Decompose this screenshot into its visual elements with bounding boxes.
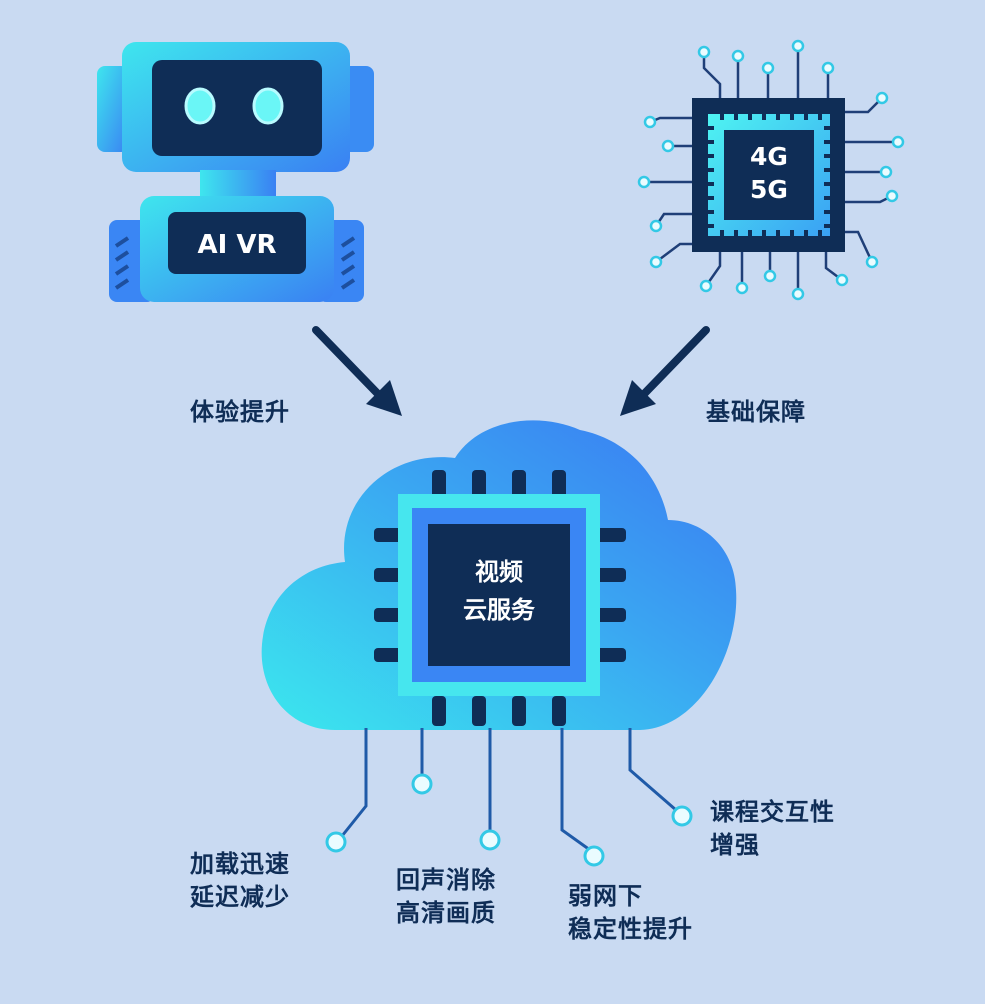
- benefit-1-line1: 加载迅速: [190, 850, 290, 878]
- chip-label-5g: 5G: [750, 175, 788, 204]
- chip-glow-notches: [708, 114, 830, 236]
- robot-right-eye: [252, 87, 284, 125]
- robot-neck: [200, 170, 276, 200]
- benefit-label-3: 弱网下 稳定性提升: [568, 880, 693, 946]
- benefit-3-line2: 稳定性提升: [568, 915, 693, 943]
- robot-left-ear: [97, 66, 129, 152]
- robot-illustration: AI VR: [97, 42, 374, 302]
- benefit-label-2: 回声消除 高清画质: [396, 864, 496, 930]
- robot-body-screen: [168, 212, 306, 274]
- chip-circuit-nodes: [637, 39, 905, 301]
- robot-face-screen: [152, 60, 322, 156]
- connector-node-5: [671, 805, 693, 827]
- benefit-2-line1: 回声消除: [396, 866, 496, 894]
- cloud-connector-lines: [340, 728, 677, 852]
- benefit-label-1: 加载迅速 延迟减少: [190, 848, 290, 914]
- connector-node-4: [583, 845, 605, 867]
- benefit-3-line1: 弱网下: [568, 882, 643, 910]
- network-chip-illustration: 4G 5G: [637, 39, 905, 301]
- benefit-1-line2: 延迟减少: [190, 883, 290, 911]
- arrow-left: [312, 326, 402, 416]
- connector-node-2: [411, 773, 433, 795]
- arrow-label-foundation: 基础保障: [706, 398, 806, 426]
- arrow-label-experience: 体验提升: [190, 398, 290, 426]
- cloud-label-line1: 视频: [475, 558, 523, 586]
- robot-left-eye: [184, 87, 216, 125]
- benefit-4-line1: 课程交互性: [710, 798, 835, 826]
- arrow-right: [620, 326, 710, 416]
- connector-node-3: [479, 829, 501, 851]
- cloud-illustration: 视频 云服务: [261, 420, 737, 730]
- robot-tread-stripes: [114, 236, 356, 290]
- benefit-label-4: 课程交互性 增强: [710, 796, 835, 862]
- cloud-label-line2: 云服务: [463, 596, 536, 624]
- cloud-chip-core: [428, 524, 570, 666]
- cloud-chip-pins: [374, 470, 626, 726]
- benefit-2-line2: 高清画质: [396, 899, 496, 927]
- chip-core: [724, 130, 814, 220]
- benefit-4-line2: 增强: [710, 831, 760, 859]
- connector-node-1: [325, 831, 347, 853]
- cloud-connector-nodes: [325, 773, 693, 867]
- chip-label-4g: 4G: [750, 142, 788, 171]
- robot-screen-label: AI VR: [198, 230, 277, 260]
